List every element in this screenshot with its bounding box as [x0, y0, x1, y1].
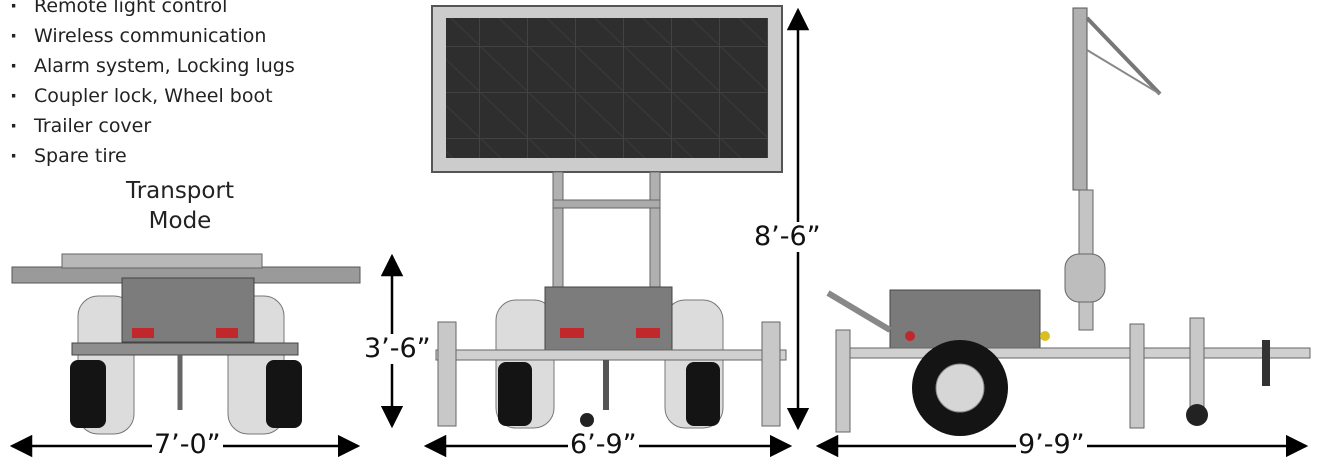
- left-tire: [498, 362, 532, 426]
- feature-item: Wireless communication: [6, 21, 295, 51]
- tail-light-left: [560, 328, 584, 338]
- right-tire: [266, 360, 302, 428]
- solar-panel: [1085, 16, 1162, 96]
- left-tire: [70, 360, 106, 428]
- front-width-label: 6’-9”: [568, 429, 639, 460]
- tail-light-right: [636, 328, 660, 338]
- rear-stabilizer: [835, 329, 851, 433]
- right-tire: [686, 362, 720, 426]
- deployed-height-label: 8’-6”: [752, 221, 823, 252]
- tongue-jack: [1189, 317, 1205, 419]
- board-edge: [1072, 7, 1088, 191]
- coupler-lock: [1262, 340, 1270, 386]
- wheel-hub: [935, 363, 985, 413]
- feature-item: Spare tire: [6, 141, 295, 171]
- front-view: [431, 5, 787, 429]
- jack-wheel: [1186, 404, 1208, 426]
- feature-item: Alarm system, Locking lugs: [6, 51, 295, 81]
- mast-right: [649, 171, 661, 293]
- side-length-label: 9’-9”: [1016, 429, 1087, 460]
- battery-box: [889, 289, 1041, 349]
- tail-light-right: [216, 328, 238, 338]
- solar-brace: [1086, 49, 1161, 95]
- transport-mode-line2: Mode: [148, 208, 212, 234]
- transport-mode-line1: Transport: [126, 178, 234, 204]
- feature-list: Remote light control Wireless communicat…: [6, 0, 295, 171]
- transport-width-label: 7’-0”: [152, 429, 223, 460]
- feature-item: Coupler lock, Wheel boot: [6, 81, 295, 111]
- mast-brace: [552, 199, 661, 209]
- left-outrigger: [437, 321, 457, 427]
- rear-bumper: [71, 342, 299, 356]
- cross-beam: [435, 349, 787, 361]
- side-marker-amber: [1040, 331, 1050, 341]
- message-board-panel: [446, 18, 768, 158]
- transport-height-label: 3’-6”: [362, 333, 433, 364]
- battery-box: [544, 286, 673, 352]
- feature-item: Trailer cover: [6, 111, 295, 141]
- tongue-frame: [826, 290, 892, 333]
- folded-panel-top: [61, 253, 263, 269]
- jack-wheel: [580, 413, 594, 427]
- front-stabilizer: [1129, 323, 1145, 429]
- side-view: [826, 7, 1311, 436]
- feature-item: Remote light control: [6, 0, 295, 21]
- side-marker-red: [905, 331, 915, 341]
- right-outrigger: [761, 321, 781, 427]
- mast-left: [552, 171, 564, 293]
- transport-mode-label: Transport Mode: [120, 176, 240, 236]
- transport-view: [11, 253, 361, 435]
- trailer-frame: [849, 347, 1311, 359]
- tail-light-left: [132, 328, 154, 338]
- mast-mount: [1064, 253, 1106, 303]
